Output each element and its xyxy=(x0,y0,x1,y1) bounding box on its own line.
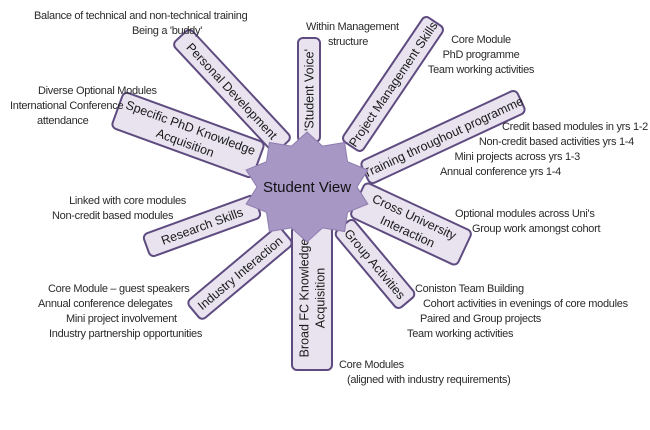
note-line: PhD programme xyxy=(442,49,520,61)
spoke-box xyxy=(187,226,293,320)
note-personal-development: Balance of technical and non-technical t… xyxy=(34,9,248,39)
note-line: Paired and Group projects xyxy=(420,313,541,325)
spoke-box xyxy=(342,16,444,152)
note-line: Optional modules across Uni's xyxy=(455,208,595,220)
note-line: Core Module – guest speakers xyxy=(48,283,190,295)
note-line: Coniston Team Building xyxy=(415,283,524,295)
note-line: Annual conference delegates xyxy=(38,298,173,310)
note-line: Team working activities xyxy=(407,328,514,340)
note-line: Mini project involvement xyxy=(66,313,177,325)
note-research-skills: Linked with core modules Non-credit base… xyxy=(52,194,186,224)
note-project-management: Core Module PhD programme Team working a… xyxy=(425,33,537,78)
note-industry: Core Module – guest speakers Annual conf… xyxy=(38,282,203,342)
note-line: Non-credit based modules xyxy=(52,210,174,222)
note-broad-fc: Core Modules (aligned with industry requ… xyxy=(339,358,519,388)
note-line: Within Management xyxy=(306,21,399,33)
note-line: Mini projects across yrs 1-3 xyxy=(454,151,581,163)
note-line: Being a 'buddy' xyxy=(131,25,202,37)
note-group-activities: Coniston Team Building Cohort activities… xyxy=(407,282,628,342)
note-line: Linked with core modules xyxy=(69,195,186,207)
spoke-student-voice: 'Student Voice' xyxy=(297,37,321,143)
note-line: International Conference xyxy=(10,100,124,112)
note-line: Industry partnership opportunities xyxy=(49,328,203,340)
note-line: Balance of technical and non-technical t… xyxy=(34,10,248,22)
note-line: Core Module xyxy=(451,34,511,46)
note-line: Cohort activities in evenings of core mo… xyxy=(423,298,628,310)
spoke-label: 'Student Voice' xyxy=(303,49,317,131)
note-training: Credit based modules in yrs 1-2 Non-cred… xyxy=(440,120,648,180)
note-specific-phd: Diverse Optional Modules International C… xyxy=(10,84,157,129)
note-line: Annual conference yrs 1-4 xyxy=(440,166,561,178)
note-line: Non-credit based activities yrs 1-4 xyxy=(478,136,634,148)
note-line: Team working activities xyxy=(427,64,535,76)
note-line: Diverse Optional Modules xyxy=(38,85,157,97)
center-label: Student View xyxy=(263,179,351,196)
note-cross-university: Optional modules across Uni's Group work… xyxy=(455,207,615,237)
note-line: structure xyxy=(327,36,369,48)
note-line: attendance xyxy=(37,115,89,127)
spoke-box xyxy=(111,91,265,179)
note-line: Credit based modules in yrs 1-2 xyxy=(502,121,648,133)
note-student-voice: Within Management structure xyxy=(306,20,399,50)
note-line: (aligned with industry requirements) xyxy=(347,374,511,386)
note-line: Core Modules xyxy=(339,359,404,371)
spoke-label: Acquisition xyxy=(314,268,328,328)
spoke-label: Broad FC Knowledge xyxy=(298,239,312,358)
note-line: Group work amongst cohort xyxy=(472,223,601,235)
spoke-label: Industry Interaction xyxy=(195,234,285,313)
center-star xyxy=(245,131,369,243)
